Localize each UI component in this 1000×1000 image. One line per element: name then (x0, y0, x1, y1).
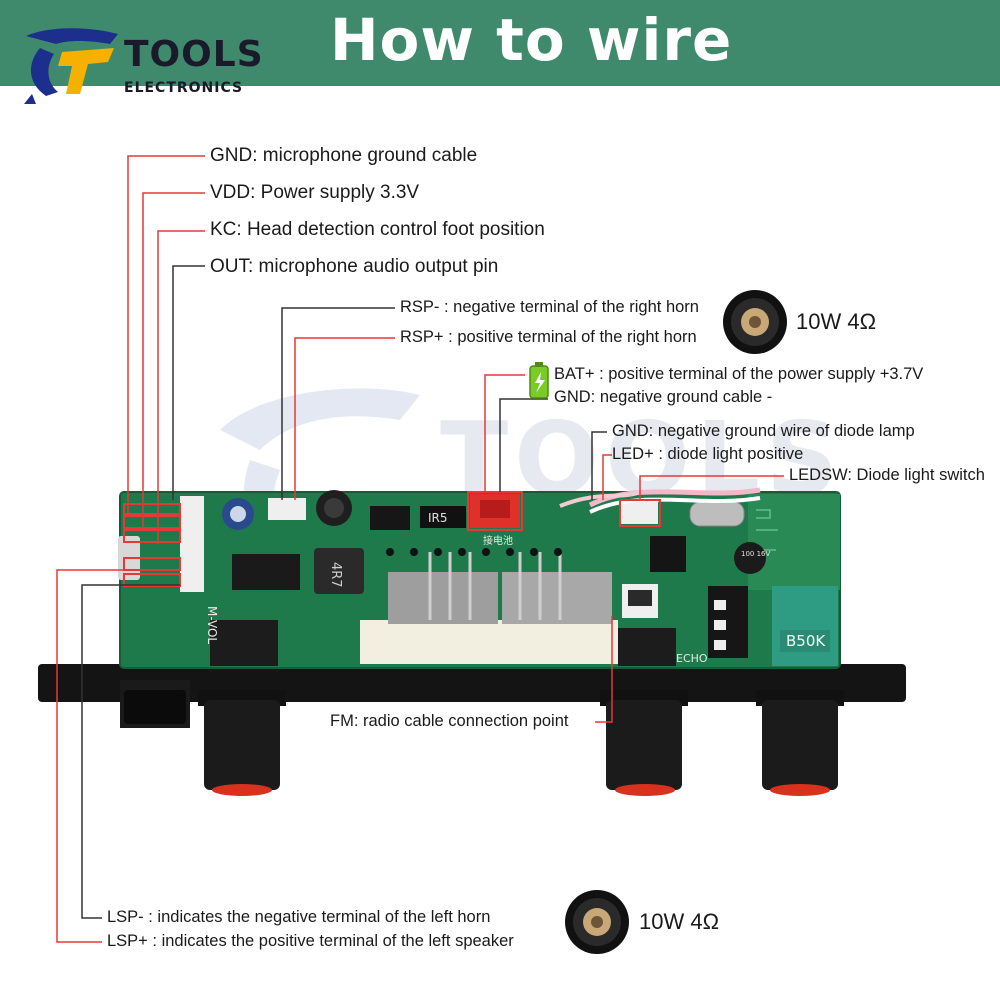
header-bar: How to wire (0, 0, 1000, 86)
logo-text-electronics: ELECTRONICS (124, 80, 244, 96)
label-fm: FM: radio cable connection point (330, 712, 569, 730)
cap-label: 100 16V (741, 550, 770, 558)
label-right-speaker-rating: 10W 4Ω (796, 309, 877, 334)
label-lsp-minus: LSP- : indicates the negative terminal o… (107, 908, 491, 926)
label-rsp-plus: RSP+ : positive terminal of the right ho… (400, 328, 697, 346)
label-mic-gnd: GND: microphone ground cable (210, 145, 478, 166)
pot-label: B50K (786, 632, 826, 650)
label-diode-gnd: GND: negative ground wire of diode lamp (612, 422, 915, 440)
page-title: How to wire (330, 6, 733, 74)
leader-lines-mic (56, 155, 784, 943)
logo-text-tools: TOOLS (124, 34, 264, 75)
label-mic-vdd: VDD: Power supply 3.3V (210, 182, 420, 203)
mvol-label: M-VOL (205, 606, 219, 644)
speaker-right-icon (723, 290, 787, 354)
brand-logo: TOOLS ELECTRONICS (18, 22, 263, 106)
label-bat-plus: BAT+ : positive terminal of the power su… (554, 365, 924, 383)
label-left-speaker-rating: 10W 4Ω (639, 909, 720, 934)
label-power-gnd: GND: negative ground cable - (554, 388, 773, 406)
chip-ir5-label: IR5 (428, 511, 448, 525)
label-rsp-minus: RSP- : negative terminal of the right ho… (400, 298, 699, 316)
label-lsp-plus: LSP+ : indicates the positive terminal o… (107, 932, 514, 950)
battery-icon (529, 362, 549, 399)
pcb-board: IR5 4R7 100 16V M-VOL ECHO 接电池 (118, 487, 841, 669)
label-ledsw: LEDSW: Diode light switch (789, 466, 985, 484)
knobs (198, 690, 844, 796)
speaker-left-icon (565, 890, 629, 954)
label-mic-kc: KC: Head detection control foot position (210, 219, 545, 240)
logo-mark-icon (24, 28, 118, 104)
inductor-label: 4R7 (328, 562, 343, 588)
battery-connector-label: 接电池 (483, 534, 513, 547)
echo-label: ECHO (676, 652, 708, 665)
label-led-plus: LED+ : diode light positive (612, 445, 804, 463)
label-mic-out: OUT: microphone audio output pin (210, 256, 499, 277)
